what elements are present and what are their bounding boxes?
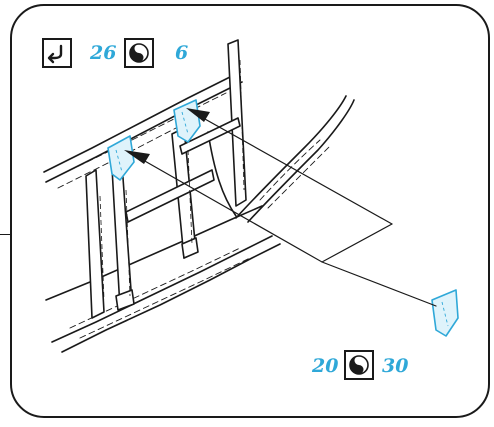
rotate-arrow-icon bbox=[47, 44, 63, 64]
hull-bottom-edge-inner bbox=[61, 243, 281, 353]
gusset-loose bbox=[431, 289, 459, 337]
hull-hatch-right-1 bbox=[259, 139, 321, 201]
hull-hatch-right-2 bbox=[267, 145, 331, 209]
rotate-value: 26 bbox=[90, 42, 117, 64]
glue-value: 6 bbox=[175, 42, 189, 64]
rib-foot-right bbox=[181, 237, 199, 259]
yin-yang-glue-icon bbox=[129, 43, 149, 63]
arrow-head-lower bbox=[124, 150, 150, 164]
rib-left bbox=[85, 169, 105, 319]
gusset-hatch-lower bbox=[115, 149, 123, 173]
rib-center-left bbox=[111, 163, 133, 309]
hull-right-curve bbox=[235, 95, 347, 219]
keel-curve bbox=[207, 131, 237, 217]
step-frame bbox=[10, 4, 490, 418]
gusset-placed-upper bbox=[173, 99, 201, 143]
gusset-hatch-upper bbox=[181, 111, 189, 135]
rib-hatch-1 bbox=[99, 195, 105, 301]
glue-icon-box-top bbox=[124, 38, 154, 68]
guide-line-to-upper bbox=[195, 113, 393, 225]
callout-first-value: 20 bbox=[312, 355, 339, 377]
glue-icon-box-callout bbox=[344, 350, 374, 380]
hull-hatch-bottom-2 bbox=[79, 257, 251, 339]
guide-line-to-part bbox=[321, 261, 437, 307]
hull-top-edge bbox=[43, 71, 241, 173]
rib-hatch-2 bbox=[125, 189, 131, 297]
hull-hatch-top-2 bbox=[57, 127, 177, 189]
gusset-placed-lower bbox=[107, 135, 135, 181]
callout-second-value: 30 bbox=[382, 355, 409, 377]
page-leader-line bbox=[0, 234, 10, 235]
hull-bottom-edge bbox=[51, 235, 273, 343]
hull-right-curve-inner bbox=[247, 99, 355, 223]
hull-hatch-top-1 bbox=[59, 92, 227, 176]
rib-hatch-4 bbox=[239, 59, 245, 191]
rib-foot-left bbox=[115, 289, 135, 311]
arrow-head-upper bbox=[186, 108, 210, 122]
yin-yang-glue-icon bbox=[349, 355, 369, 375]
crossbar-lower bbox=[125, 169, 215, 223]
guide-line-to-lower bbox=[135, 155, 393, 263]
rotate-icon-box bbox=[42, 38, 72, 68]
gusset-hatch-loose bbox=[441, 301, 449, 327]
